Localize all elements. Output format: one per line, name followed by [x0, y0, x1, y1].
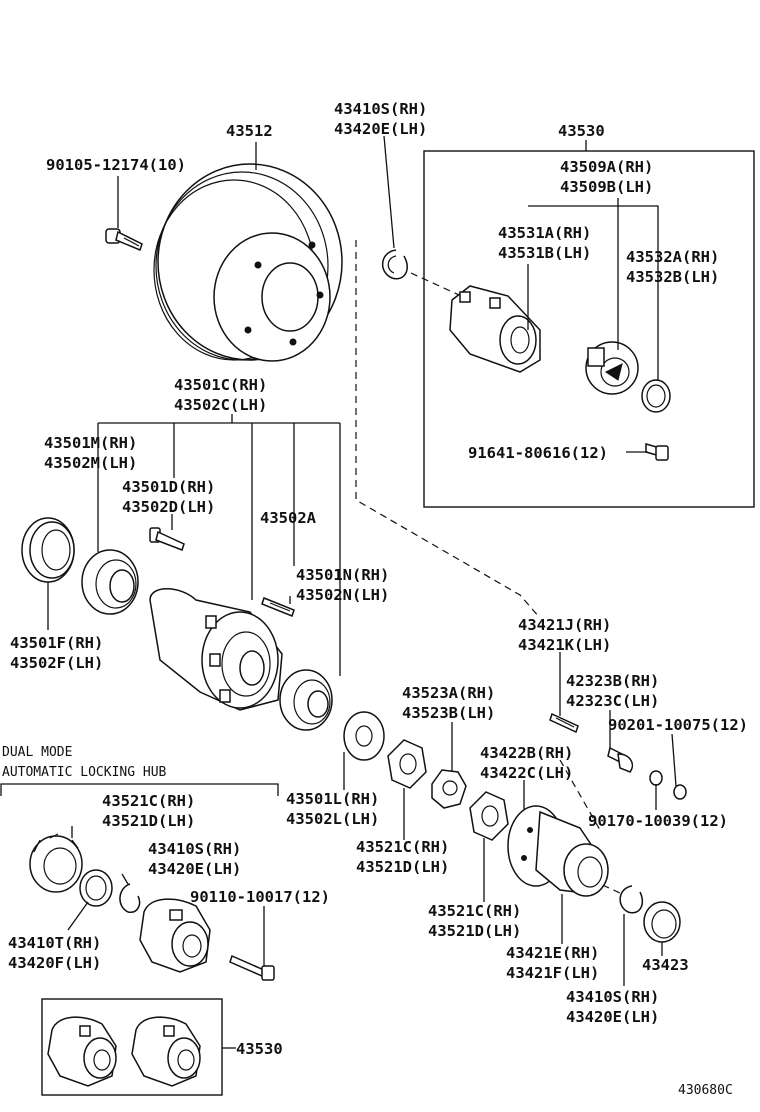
label-91641: 91641-80616(12): [468, 444, 608, 462]
label-43521D-c: 43521D(LH): [428, 922, 521, 940]
cap-43423: [643, 901, 681, 943]
label-43532A: 43532A(RH): [626, 248, 719, 266]
bearing-43501M: [81, 549, 139, 615]
label-43531A: 43531A(RH): [498, 224, 591, 242]
bolt-90110: [229, 954, 275, 981]
o-ring-43410T: [79, 869, 113, 907]
label-43501F: 43501F(RH): [10, 634, 103, 652]
label-43521C-a: 43521C(RH): [102, 792, 195, 810]
label-43509B: 43509B(LH): [560, 178, 653, 196]
label-90201: 90201-10075(12): [608, 716, 748, 734]
label-43410S-top: 43410S(RH): [334, 100, 427, 118]
label-43501L: 43501L(RH): [286, 790, 379, 808]
label-43530-top: 43530: [558, 122, 605, 140]
bolt-90201: [673, 784, 687, 800]
label-43420E-bot: 43420E(LH): [566, 1008, 659, 1026]
dashed-guide-main: [355, 240, 541, 619]
kit-box-43530: [423, 150, 755, 508]
snap-ring-top: [382, 249, 408, 280]
label-43521D-a: 43521D(LH): [102, 812, 195, 830]
label-43512: 43512: [226, 122, 273, 140]
bolt-91641: [645, 443, 669, 461]
label-43509A: 43509A(RH): [560, 158, 653, 176]
hub-43421E: [507, 805, 609, 897]
locking-hub-bracket: [0, 783, 279, 796]
label-43501M: 43501M(RH): [44, 434, 137, 452]
nut-43521C-b: [469, 791, 509, 841]
label-diagram-code: 430680C: [678, 1083, 733, 1098]
label-43422C: 43422C(LH): [480, 764, 573, 782]
stud-43421J: [549, 712, 579, 734]
label-42323B: 42323B(RH): [566, 672, 659, 690]
label-43531B: 43531B(LH): [498, 244, 591, 262]
axle-hub-43502A: [149, 588, 283, 711]
hub-body-43531: [449, 285, 541, 373]
label-43501C: 43501C(RH): [174, 376, 267, 394]
label-43502M: 43502M(LH): [44, 454, 137, 472]
bolt-90105: [105, 228, 143, 252]
label-42323C: 42323C(LH): [566, 692, 659, 710]
label-43502N: 43502N(LH): [296, 586, 389, 604]
label-43501N: 43501N(RH): [296, 566, 389, 584]
o-ring-43532: [641, 379, 671, 413]
locking-hub-body: [139, 898, 211, 973]
label-43420E-mid: 43420E(LH): [148, 860, 241, 878]
label-90105: 90105-12174(10): [46, 156, 186, 174]
washer-90170: [649, 770, 663, 786]
label-43521C-c: 43521C(RH): [428, 902, 521, 920]
label-43521D-b: 43521D(LH): [356, 858, 449, 876]
snap-ring-43410S-mid: [119, 883, 141, 913]
bolt-42323: [607, 746, 634, 773]
dashed-guide-right: [559, 759, 601, 831]
label-43523A: 43523A(RH): [402, 684, 495, 702]
inner-hub-43532: [585, 341, 639, 395]
label-43521C-b: 43521C(RH): [356, 838, 449, 856]
label-43423: 43423: [642, 956, 689, 974]
stud-43501N: [261, 597, 295, 617]
label-43501D: 43501D(RH): [122, 478, 215, 496]
label-43421J: 43421J(RH): [518, 616, 611, 634]
label-43420E-top: 43420E(LH): [334, 120, 427, 138]
label-automatic-locking-hub: AUTOMATIC LOCKING HUB: [2, 765, 167, 780]
bolt-43501D: [149, 527, 185, 551]
locking-hub-ring-43521C: [29, 833, 83, 893]
label-43410S-mid: 43410S(RH): [148, 840, 241, 858]
label-43421K: 43421K(LH): [518, 636, 611, 654]
label-43421E: 43421E(RH): [506, 944, 599, 962]
brake-disc: [153, 163, 343, 362]
label-43410T: 43410T(RH): [8, 934, 101, 952]
bearing-43501N: [279, 669, 333, 731]
locking-hub-assembly-1: [47, 1016, 117, 1087]
label-43532B: 43532B(LH): [626, 268, 719, 286]
label-90110: 90110-10017(12): [190, 888, 330, 906]
label-90170: 90170-10039(12): [588, 812, 728, 830]
lock-washer-43523: [431, 769, 467, 809]
label-43502C: 43502C(LH): [174, 396, 267, 414]
label-43502L: 43502L(LH): [286, 810, 379, 828]
snap-ring-bottom: [619, 885, 644, 914]
part-labels: 43410S(RH) 43420E(LH) 43512 43530 90105-…: [2, 100, 748, 1098]
label-43410S-bot: 43410S(RH): [566, 988, 659, 1006]
label-43502A: 43502A: [260, 509, 317, 527]
label-43530-bot: 43530: [236, 1040, 283, 1058]
label-43422B: 43422B(RH): [480, 744, 573, 762]
label-43523B: 43523B(LH): [402, 704, 495, 722]
label-43420F: 43420F(LH): [8, 954, 101, 972]
label-43502F: 43502F(LH): [10, 654, 103, 672]
locking-hub-assembly-2: [131, 1016, 201, 1087]
washer-43501L: [343, 711, 385, 761]
label-43502D: 43502D(LH): [122, 498, 215, 516]
leader-lines: [47, 135, 677, 1049]
kit-box-43530-bottom: [41, 998, 223, 1096]
nut-43521C-a: [387, 739, 427, 789]
oil-seal-43501F: [21, 517, 75, 583]
label-43421F: 43421F(LH): [506, 964, 599, 982]
label-dual-mode: DUAL MODE: [2, 745, 72, 760]
